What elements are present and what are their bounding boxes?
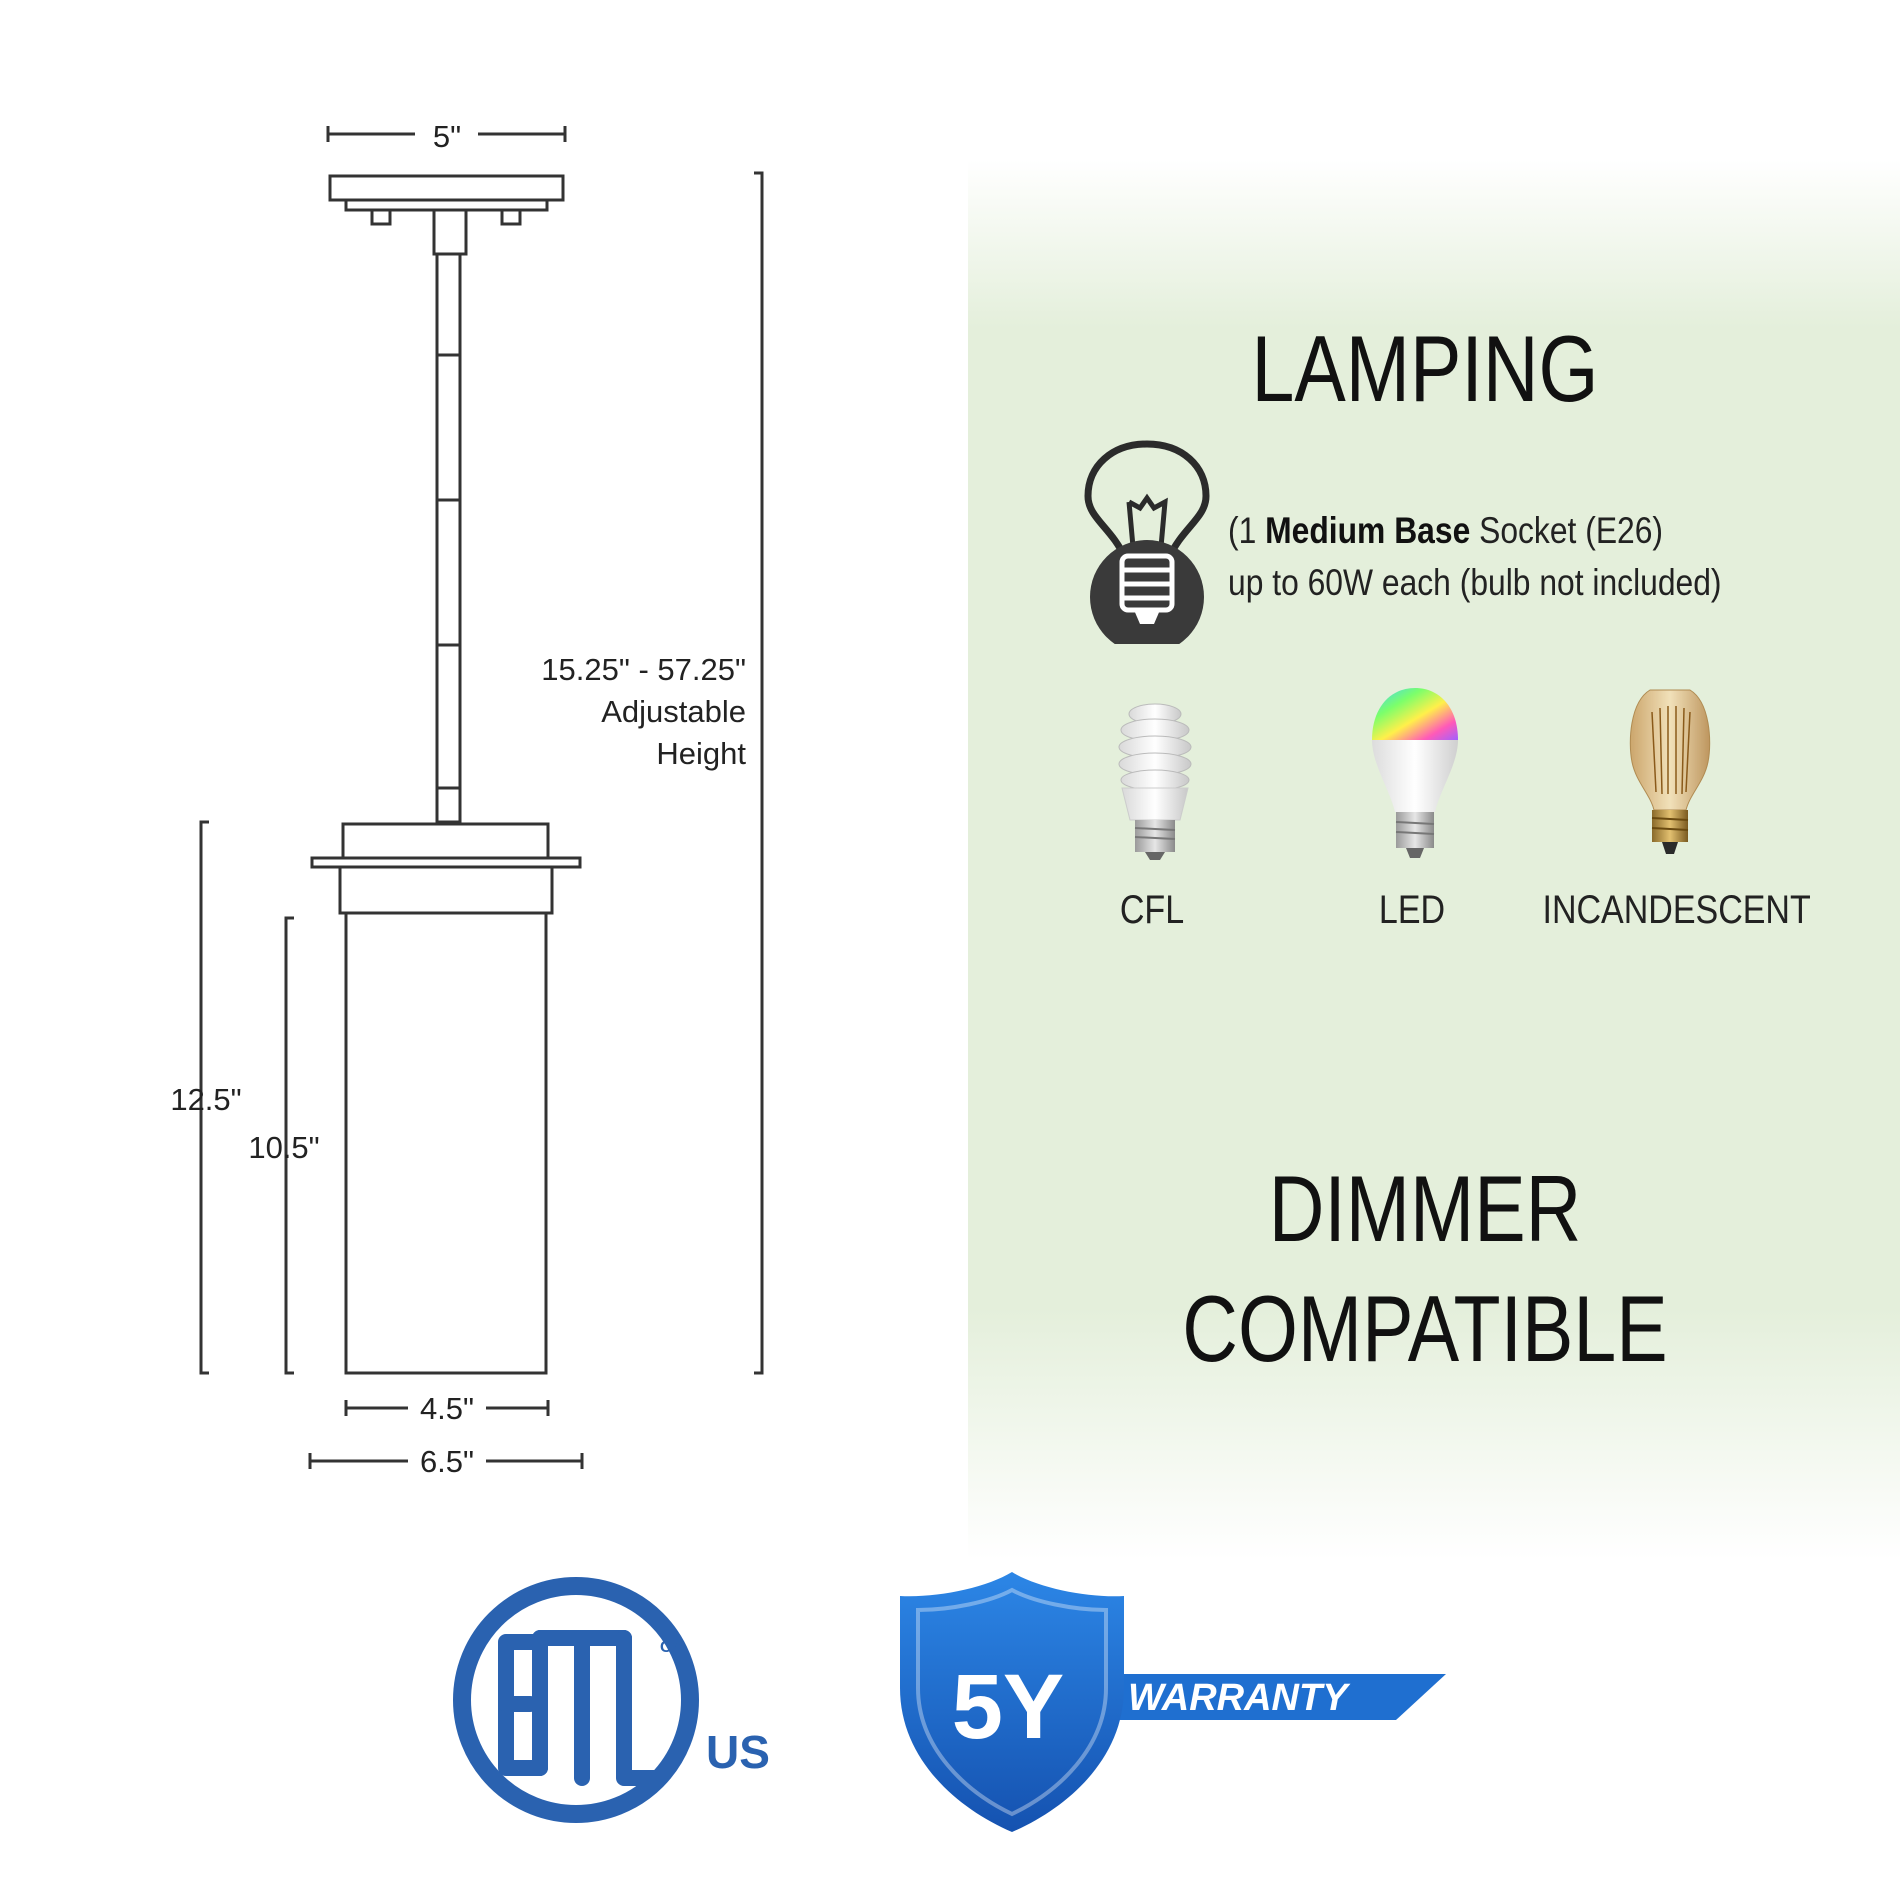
light-bulb-icon: [1084, 440, 1210, 644]
ceiling-canopy: [328, 174, 565, 202]
total-height-label: Height: [656, 736, 746, 771]
spec-line1-prefix: (1: [1228, 510, 1266, 551]
lamping-title: LAMPING: [1251, 316, 1599, 421]
top-width-label: 5": [433, 119, 461, 154]
lamping-spec: (1 Medium Base Socket (E26) up to 60W ea…: [1228, 505, 1778, 609]
fixture-height-bracket: [199, 820, 209, 1375]
shade-height-label: 10.5": [248, 1130, 319, 1165]
bulb-label-cfl: CFL: [1119, 888, 1185, 932]
bulb-label-led: LED: [1378, 888, 1446, 932]
fixture-cap: [341, 822, 550, 860]
dimmer-line2: COMPATIBLE: [1182, 1276, 1668, 1381]
shade-height-bracket: [284, 916, 294, 1375]
lamping-spec-line2: up to 60W each (bulb not included): [1228, 562, 1722, 603]
total-height-adjustable-label: Adjustable: [601, 694, 746, 729]
fixture-height-label: 12.5": [170, 1082, 241, 1117]
spec-line1-suffix: Socket (E26): [1470, 510, 1664, 551]
spec-line1-bold: Medium Base: [1265, 510, 1471, 551]
overall-width-label: 6.5": [420, 1444, 474, 1479]
bulb-label-incandescent: INCANDESCENT: [1542, 888, 1811, 932]
etl-us-mark: US: [706, 1726, 770, 1778]
cfl-bulb-icon: [1118, 703, 1192, 860]
etl-cm-mark: CM: [660, 1639, 685, 1656]
etl-outer-ring: [453, 1577, 699, 1823]
warranty-badge: 5Y WARRANTY: [900, 1572, 1446, 1832]
lamping-spec-line1: (1 Medium Base Socket (E26): [1228, 505, 1778, 557]
warranty-ribbon: [1026, 1674, 1446, 1720]
lamping-panel-background: [968, 160, 1900, 1560]
shield-icon: [900, 1572, 1124, 1832]
total-height-range-label: 15.25" - 57.25": [541, 652, 746, 687]
dimmer-line1: DIMMER: [1268, 1156, 1582, 1261]
warranty-label: WARRANTY: [1128, 1677, 1351, 1719]
glass-shade: [344, 911, 548, 1375]
incandescent-bulb-icon: [1629, 689, 1711, 854]
shade-width-label: 4.5": [420, 1391, 474, 1426]
etl-certification-badge: CM US: [453, 1577, 770, 1823]
total-height-bracket: [754, 171, 764, 1375]
warranty-years: 5Y: [952, 1656, 1065, 1758]
etl-logo-letters: [498, 1630, 666, 1786]
down-rod: [435, 252, 462, 824]
led-bulb-icon: [1372, 688, 1458, 858]
